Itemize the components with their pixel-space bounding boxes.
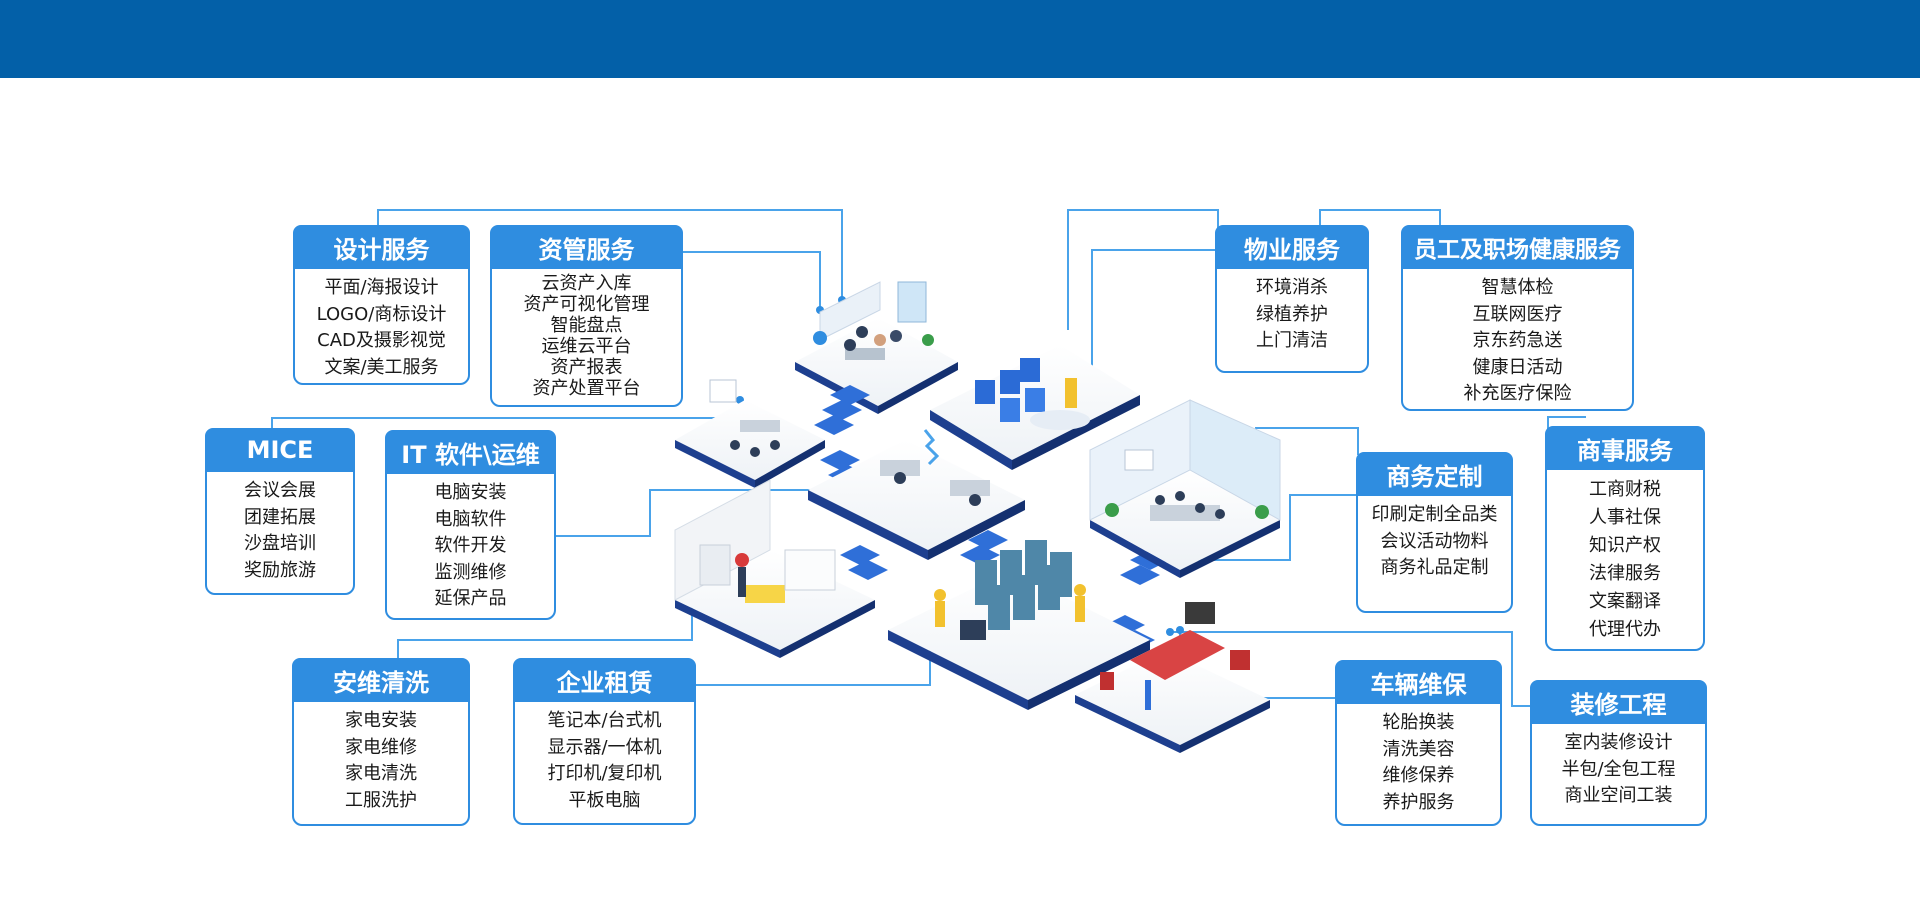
platform-server-room [888,540,1150,710]
service-item: 资产报表 [550,357,623,378]
platform-appliance-room [674,479,875,658]
property-service-items: 环境消杀 绿植养护 上门清洁 [1217,275,1367,355]
service-item: CAD及摄影视觉 [317,330,446,351]
service-item: 会议活动物料 [1380,530,1489,552]
service-item: 文案/美工服务 [324,356,439,378]
service-item: 家电安装 [345,710,417,731]
health-service-card[interactable]: 员工及职场健康服务 智慧体检 互联网医疗 京东药急送 健康日活动 补充医疗保险 [1401,225,1634,411]
service-item: 京东药急送 [1472,330,1563,351]
service-item: 运维云平台 [541,336,632,357]
it-service-title: IT 软件\运维 [385,430,556,474]
appliance-service-title: 安维清洗 [292,658,470,702]
service-item: 沙盘培训 [244,533,316,554]
platform-office [675,379,825,488]
business-service-title: 商事服务 [1545,426,1705,470]
service-item: 商务礼品定制 [1380,557,1489,578]
business-service-items: 工商财税 人事社保 知识产权 法律服务 文案翻译 代理代办 [1547,476,1703,644]
service-item: 家电清洗 [345,763,417,784]
decoration-service-title: 装修工程 [1530,680,1707,724]
service-item: 法律服务 [1589,563,1661,584]
service-item: 绿植养护 [1256,303,1328,325]
service-item: 上门清洁 [1256,330,1328,351]
asset-service-card[interactable]: 资管服务 云资产入库 资产可视化管理 智能盘点 运维云平台 资产报表 资产处置平… [490,225,683,407]
appliance-service-items: 家电安装 家电维修 家电清洗 工服洗护 [294,708,468,814]
decoration-service-items: 室内装修设计 半包/全包工程 商业空间工装 [1532,730,1705,810]
service-item: 室内装修设计 [1564,732,1673,753]
service-item: 补充医疗保险 [1463,383,1572,404]
design-service-card[interactable]: 设计服务 平面/海报设计 LOGO/商标设计 CAD及摄影视觉 文案/美工服务 [293,225,470,385]
service-item: 软件开发 [434,535,507,556]
service-item: 智能盘点 [550,315,623,336]
service-item: 资产处置平台 [532,378,641,399]
service-item: 平板电脑 [568,789,641,811]
service-item: 笔记本/台式机 [547,710,662,731]
platform-waiting-area [930,345,1140,470]
service-item: 监测维修 [434,561,507,583]
custom-service-items: 印刷定制全品类 会议活动物料 商务礼品定制 [1358,502,1511,582]
service-item: 打印机/复印机 [547,763,662,784]
service-item: 代理代办 [1589,619,1661,640]
service-item: 印刷定制全品类 [1371,504,1498,525]
design-service-title: 设计服务 [293,225,470,269]
service-item: 人事社保 [1589,507,1661,528]
service-item: 电脑软件 [434,508,507,530]
property-service-title: 物业服务 [1215,225,1369,269]
rental-service-title: 企业租赁 [513,658,696,702]
platform-it-office [808,429,1025,560]
service-item: LOGO/商标设计 [316,303,447,325]
service-item: 维修保养 [1382,765,1455,786]
service-item: 团建拓展 [244,506,316,528]
asset-service-title: 资管服务 [490,225,683,269]
it-service-items: 电脑安装 电脑软件 软件开发 监测维修 延保产品 [387,480,554,613]
service-item: 工服洗护 [345,789,417,811]
service-item: 云资产入库 [541,273,632,294]
service-item: 智慧体检 [1481,277,1554,298]
platform-meeting-room [795,281,958,414]
vehicle-service-card[interactable]: 车辆维保 轮胎换装 清洗美容 维修保养 养护服务 [1335,660,1502,826]
service-item: 家电维修 [345,736,417,758]
service-item: 轮胎换装 [1382,712,1455,733]
service-item: 电脑安装 [434,482,507,503]
service-item: 半包/全包工程 [1561,758,1676,780]
health-service-items: 智慧体检 互联网医疗 京东药急送 健康日活动 补充医疗保险 [1403,275,1632,408]
appliance-service-card[interactable]: 安维清洗 家电安装 家电维修 家电清洗 工服洗护 [292,658,470,826]
platform-conference-room [1089,399,1281,578]
service-item: 延保产品 [434,588,507,609]
custom-service-title: 商务定制 [1356,452,1513,496]
service-item: 环境消杀 [1256,277,1328,298]
custom-service-card[interactable]: 商务定制 印刷定制全品类 会议活动物料 商务礼品定制 [1356,452,1513,613]
service-item: 显示器/一体机 [547,736,662,758]
service-item: 商业空间工装 [1564,785,1673,806]
vehicle-service-items: 轮胎换装 清洗美容 维修保养 养护服务 [1337,710,1500,816]
vehicle-service-title: 车辆维保 [1335,660,1502,704]
rental-service-card[interactable]: 企业租赁 笔记本/台式机 显示器/一体机 打印机/复印机 平板电脑 [513,658,696,825]
it-service-card[interactable]: IT 软件\运维 电脑安装 电脑软件 软件开发 监测维修 延保产品 [385,430,556,620]
business-service-card[interactable]: 商事服务 工商财税 人事社保 知识产权 法律服务 文案翻译 代理代办 [1545,426,1705,651]
design-service-items: 平面/海报设计 LOGO/商标设计 CAD及摄影视觉 文案/美工服务 [295,275,468,381]
service-item: 知识产权 [1589,535,1661,556]
mice-service-card[interactable]: MICE 会议会展 团建拓展 沙盘培训 奖励旅游 [205,428,355,595]
property-service-card[interactable]: 物业服务 环境消杀 绿植养护 上门清洁 [1215,225,1369,373]
mice-service-items: 会议会展 团建拓展 沙盘培训 奖励旅游 [207,478,353,584]
platform-garage [1075,602,1270,753]
service-item: 文案翻译 [1589,591,1661,612]
health-service-title: 员工及职场健康服务 [1401,225,1634,269]
service-item: 资产可视化管理 [523,294,650,315]
service-item: 平面/海报设计 [324,277,439,298]
decoration-service-card[interactable]: 装修工程 室内装修设计 半包/全包工程 商业空间工装 [1530,680,1707,826]
service-item: 奖励旅游 [244,559,316,581]
service-item: 互联网医疗 [1472,303,1563,325]
mice-service-title: MICE [205,428,355,472]
service-item: 清洗美容 [1382,738,1455,760]
header-bar [0,0,1920,78]
service-item: 养护服务 [1382,791,1455,813]
service-item: 会议会展 [244,480,316,501]
asset-service-items: 云资产入库 资产可视化管理 智能盘点 运维云平台 资产报表 资产处置平台 [492,273,681,399]
service-item: 健康日活动 [1472,356,1563,378]
service-item: 工商财税 [1589,479,1661,500]
rental-service-items: 笔记本/台式机 显示器/一体机 打印机/复印机 平板电脑 [515,708,694,814]
